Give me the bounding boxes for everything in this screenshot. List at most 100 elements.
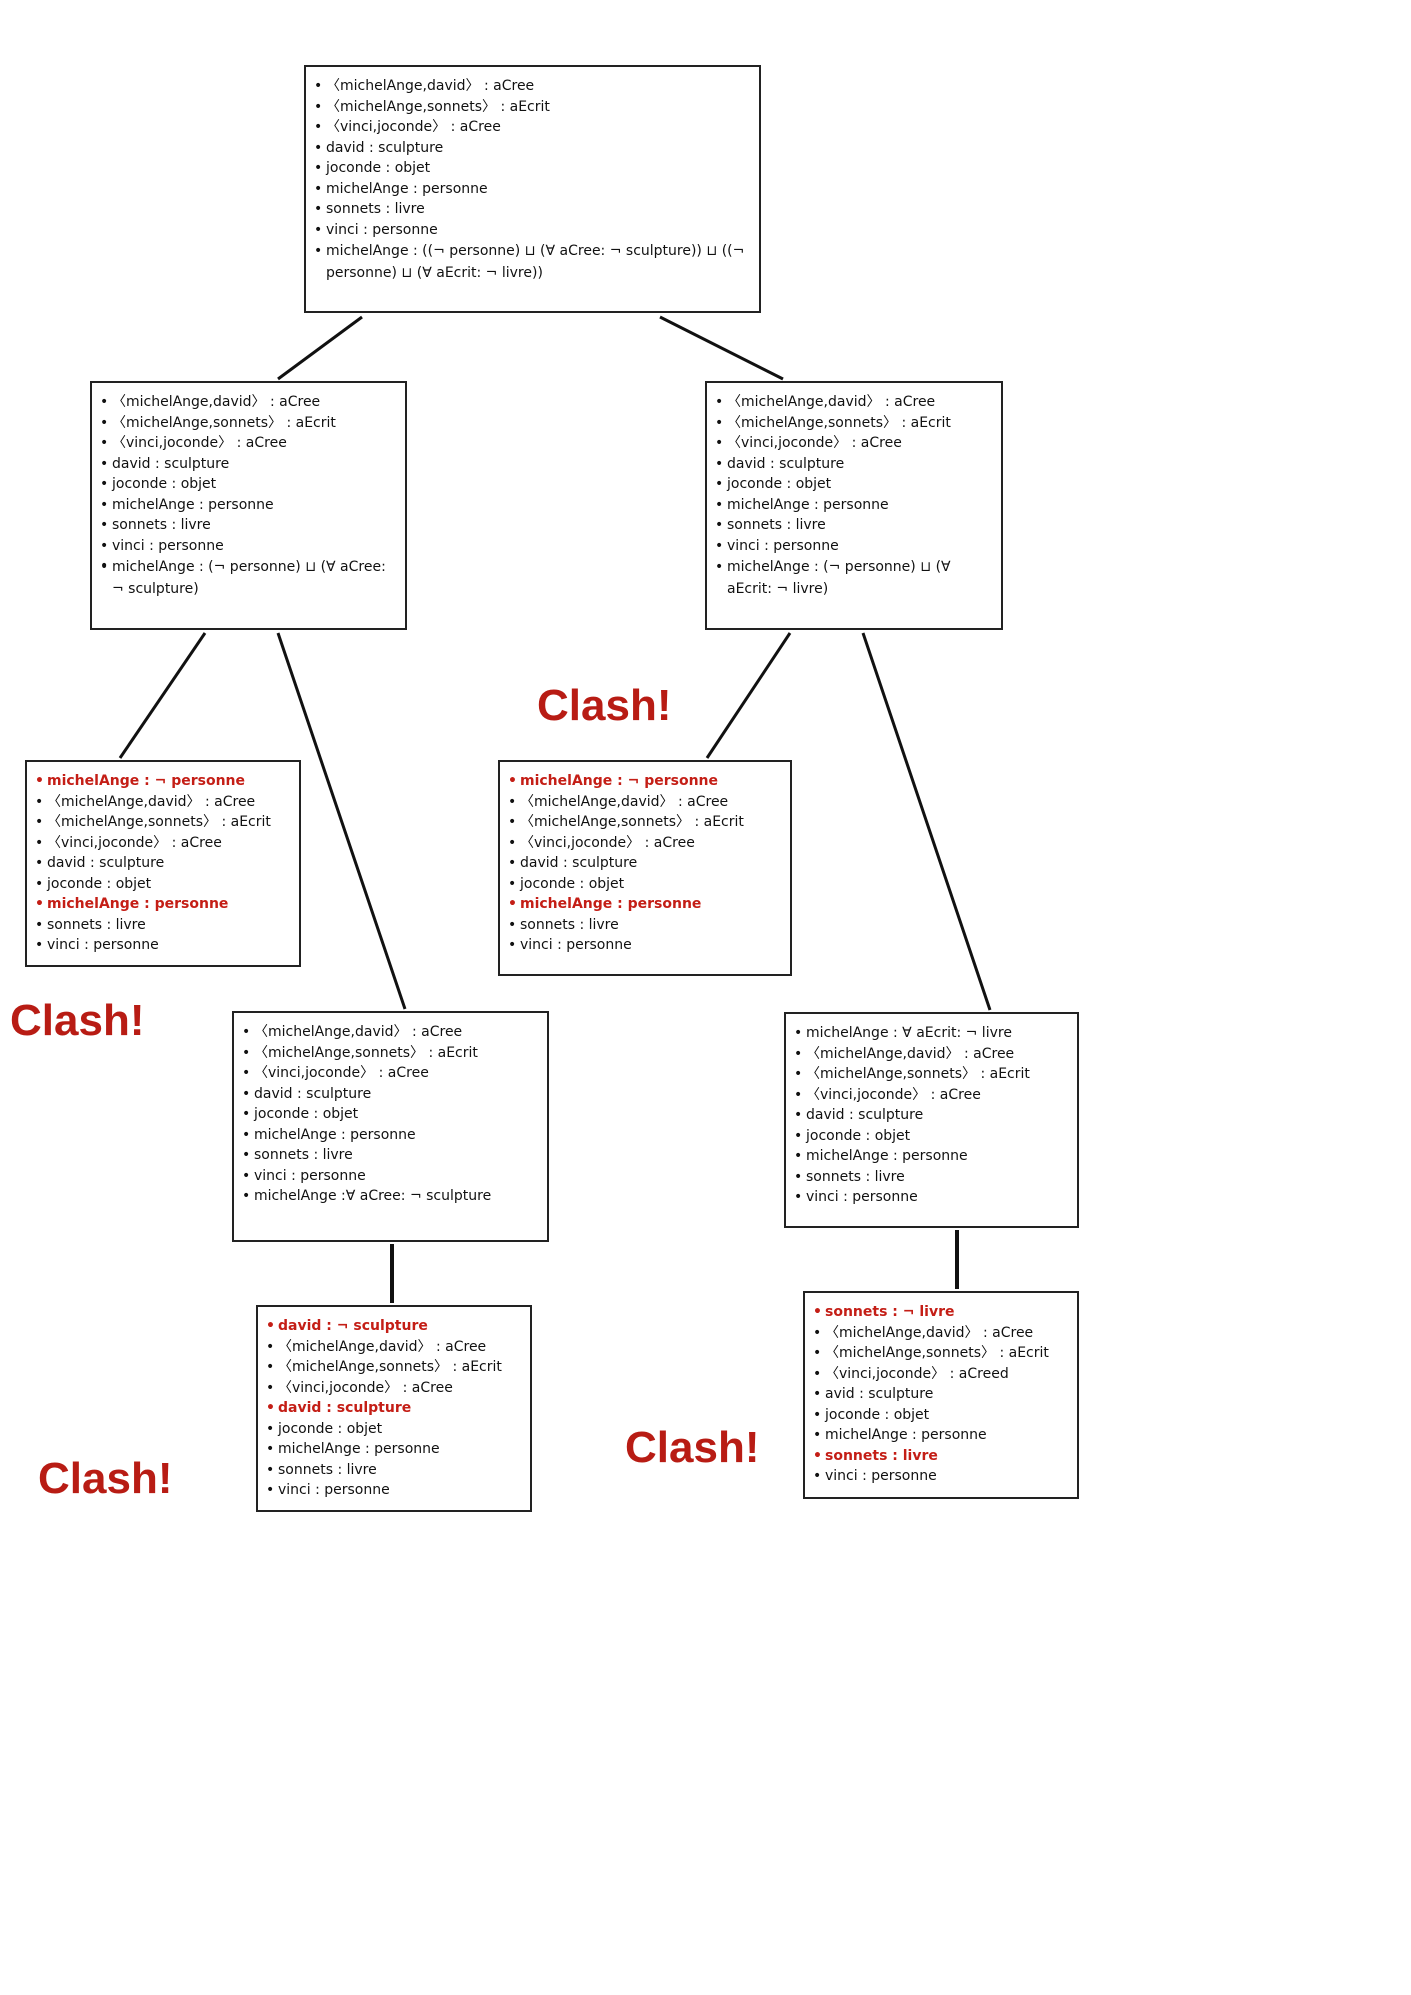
assertion: michelAnge : personne <box>794 1146 1069 1167</box>
assertion: sonnets : livre <box>35 915 291 936</box>
assertion-list: 〈michelAnge,david〉 : aCree〈michelAnge,so… <box>100 392 397 600</box>
edge-left-to-forall-aCree <box>276 632 407 1010</box>
assertion: joconde : objet <box>242 1104 539 1125</box>
assertion: michelAnge : ∀ aEcrit: ¬ livre <box>794 1023 1069 1044</box>
assertion: michelAnge : personne <box>242 1125 539 1146</box>
assertion: michelAnge :∀ aCree: ¬ sculpture <box>242 1186 539 1207</box>
assertion: michelAnge : personne <box>813 1425 1069 1446</box>
assertion: 〈vinci,joconde〉 : aCree <box>715 433 993 454</box>
tableau-node-forall-aCree: 〈michelAnge,david〉 : aCree〈michelAnge,so… <box>232 1011 549 1242</box>
tableau-node-david-clash: david : ¬ sculpture〈michelAnge,david〉 : … <box>256 1305 532 1512</box>
clash-label: Clash! <box>10 996 145 1045</box>
assertion: michelAnge : personne <box>314 179 751 200</box>
assertion: michelAnge : personne <box>100 495 397 516</box>
assertion: michelAnge : (¬ personne) ⊔ (∀ aEcrit: ¬… <box>715 556 993 600</box>
assertion: joconde : objet <box>35 874 291 895</box>
assertion: 〈vinci,joconde〉 : aCree <box>508 833 782 854</box>
tableau-node-right-branch: 〈michelAnge,david〉 : aCree〈michelAnge,so… <box>705 381 1003 630</box>
assertion: sonnets : livre <box>242 1145 539 1166</box>
assertion: david : sculpture <box>242 1084 539 1105</box>
clash-label: Clash! <box>625 1423 760 1472</box>
tableau-node-forall-aEcrit: michelAnge : ∀ aEcrit: ¬ livre〈michelAng… <box>784 1012 1079 1228</box>
assertion: 〈vinci,joconde〉 : aCree <box>794 1085 1069 1106</box>
assertion: 〈vinci,joconde〉 : aCree <box>242 1063 539 1084</box>
assertion: 〈michelAnge,david〉 : aCree <box>813 1323 1069 1344</box>
assertion: sonnets : livre <box>314 199 751 220</box>
clash-assertion: sonnets : livre <box>813 1446 1069 1467</box>
tree-edges <box>118 315 992 1303</box>
assertion: sonnets : livre <box>266 1460 522 1481</box>
clash-assertion: david : ¬ sculpture <box>266 1316 522 1337</box>
assertion: joconde : objet <box>813 1405 1069 1426</box>
assertion-list: michelAnge : ¬ personne〈michelAnge,david… <box>508 771 782 956</box>
assertion: sonnets : livre <box>508 915 782 936</box>
assertion: david : sculpture <box>794 1105 1069 1126</box>
assertion: joconde : objet <box>508 874 782 895</box>
tableau-node-left-branch: 〈michelAnge,david〉 : aCree〈michelAnge,so… <box>90 381 407 630</box>
edge-left-to-clash <box>118 632 207 759</box>
assertion: 〈michelAnge,sonnets〉 : aEcrit <box>266 1357 522 1378</box>
clash-assertion: david : sculpture <box>266 1398 522 1419</box>
edge-right-to-forall-aEcrit <box>861 632 992 1011</box>
assertion: vinci : personne <box>715 536 993 557</box>
assertion: 〈michelAnge,david〉 : aCree <box>508 792 782 813</box>
clash-label: Clash! <box>38 1454 173 1503</box>
assertion: vinci : personne <box>314 220 751 241</box>
assertion: 〈michelAnge,sonnets〉 : aEcrit <box>813 1343 1069 1364</box>
assertion: david : sculpture <box>508 853 782 874</box>
assertion: sonnets : livre <box>715 515 993 536</box>
assertion-list: 〈michelAnge,david〉 : aCree〈michelAnge,so… <box>314 76 751 284</box>
assertion: 〈michelAnge,david〉 : aCree <box>715 392 993 413</box>
assertion: joconde : objet <box>715 474 993 495</box>
tableau-node-sonnets-clash: sonnets : ¬ livre〈michelAnge,david〉 : aC… <box>803 1291 1079 1499</box>
assertion: david : sculpture <box>314 138 751 159</box>
tableau-node-root: 〈michelAnge,david〉 : aCree〈michelAnge,so… <box>304 65 761 313</box>
assertion: avid : sculpture <box>813 1384 1069 1405</box>
assertion: vinci : personne <box>813 1466 1069 1487</box>
assertion: 〈michelAnge,sonnets〉 : aEcrit <box>314 97 751 118</box>
assertion: 〈michelAnge,sonnets〉 : aEcrit <box>794 1064 1069 1085</box>
assertion: 〈michelAnge,sonnets〉 : aEcrit <box>508 812 782 833</box>
assertion: vinci : personne <box>100 536 397 557</box>
assertion: joconde : objet <box>266 1419 522 1440</box>
assertion: 〈vinci,joconde〉 : aCreed <box>813 1364 1069 1385</box>
clash-assertion: sonnets : ¬ livre <box>813 1302 1069 1323</box>
clash-assertion: michelAnge : personne <box>508 894 782 915</box>
assertion-list: 〈michelAnge,david〉 : aCree〈michelAnge,so… <box>242 1022 539 1207</box>
edge-right-to-clash <box>705 632 792 759</box>
assertion: vinci : personne <box>266 1480 522 1501</box>
assertion: michelAnge : personne <box>266 1439 522 1460</box>
assertion: 〈michelAnge,sonnets〉 : aEcrit <box>242 1043 539 1064</box>
edge-root-right <box>659 315 784 381</box>
assertion: david : sculpture <box>715 454 993 475</box>
clash-assertion: michelAnge : ¬ personne <box>508 771 782 792</box>
assertion: vinci : personne <box>35 935 291 956</box>
assertion-list: david : ¬ sculpture〈michelAnge,david〉 : … <box>266 1316 522 1501</box>
assertion-list: michelAnge : ¬ personne〈michelAnge,david… <box>35 771 291 956</box>
assertion: 〈michelAnge,david〉 : aCree <box>266 1337 522 1358</box>
clash-assertion: michelAnge : ¬ personne <box>35 771 291 792</box>
assertion: joconde : objet <box>794 1126 1069 1147</box>
tableau-node-right-clash: michelAnge : ¬ personne〈michelAnge,david… <box>498 760 792 976</box>
assertion-list: sonnets : ¬ livre〈michelAnge,david〉 : aC… <box>813 1302 1069 1487</box>
assertion: 〈michelAnge,sonnets〉 : aEcrit <box>35 812 291 833</box>
assertion: 〈michelAnge,sonnets〉 : aEcrit <box>100 413 397 434</box>
assertion: 〈vinci,joconde〉 : aCree <box>100 433 397 454</box>
assertion: 〈michelAnge,david〉 : aCree <box>794 1044 1069 1065</box>
assertion: michelAnge : personne <box>715 495 993 516</box>
assertion: david : sculpture <box>100 454 397 475</box>
assertion: david : sculpture <box>35 853 291 874</box>
assertion: joconde : objet <box>314 158 751 179</box>
assertion: 〈michelAnge,david〉 : aCree <box>314 76 751 97</box>
assertion: joconde : objet <box>100 474 397 495</box>
assertion: michelAnge : (¬ personne) ⊔ (∀ aCree: ¬ … <box>100 556 397 600</box>
assertion-list: 〈michelAnge,david〉 : aCree〈michelAnge,so… <box>715 392 993 600</box>
edge-root-left <box>277 315 363 381</box>
assertion: 〈vinci,joconde〉 : aCree <box>266 1378 522 1399</box>
clash-assertion: michelAnge : personne <box>35 894 291 915</box>
tableau-node-left-clash: michelAnge : ¬ personne〈michelAnge,david… <box>25 760 301 967</box>
assertion: 〈michelAnge,sonnets〉 : aEcrit <box>715 413 993 434</box>
assertion: 〈michelAnge,david〉 : aCree <box>242 1022 539 1043</box>
assertion: 〈vinci,joconde〉 : aCree <box>35 833 291 854</box>
assertion-list: michelAnge : ∀ aEcrit: ¬ livre〈michelAng… <box>794 1023 1069 1208</box>
